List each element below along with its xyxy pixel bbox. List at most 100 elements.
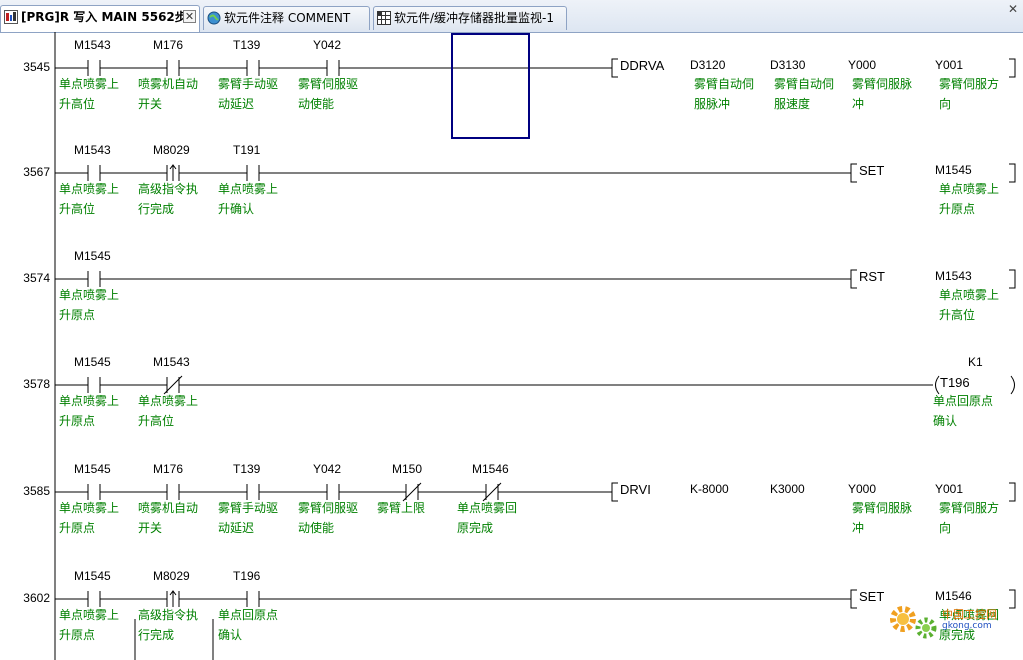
contact-comment: 单点喷雾上升高位: [138, 394, 199, 428]
ladder-program-icon: [4, 10, 18, 24]
instruction-name: SET: [859, 163, 885, 178]
watermark-text: 中国工控网: [942, 608, 997, 621]
instruction-operand: M1546: [935, 589, 972, 603]
step-number: 3578: [23, 377, 50, 391]
instruction-operand: Y000: [848, 58, 877, 72]
contact-device: T196: [233, 569, 261, 583]
close-window-icon[interactable]: ✕: [1007, 2, 1019, 16]
instruction-left-bracket: [850, 163, 857, 183]
operand-comment: 雾臂伺服脉冲: [852, 77, 913, 111]
instruction-left-bracket: [611, 482, 618, 502]
contact-device: M1545: [74, 462, 111, 476]
contact-device: T139: [233, 462, 261, 476]
contact-comment: 雾臂上限: [377, 501, 426, 515]
monitor-grid-icon: [377, 11, 391, 25]
contact-device: M150: [392, 462, 423, 476]
contact-comment: 高级指令执行完成: [138, 182, 199, 216]
contact-device: M1543: [74, 38, 111, 52]
step-number: 3585: [23, 484, 50, 498]
instruction-name: SET: [859, 589, 885, 604]
coil-right-arc: [1010, 375, 1015, 395]
contact-comment: 雾臂手动驱动延迟: [218, 77, 279, 111]
step-number: 3574: [23, 271, 50, 285]
contact-device: M1545: [74, 249, 111, 263]
contact-comment: 单点喷雾上升原点: [59, 608, 120, 642]
contact-comment: 单点喷雾上升原点: [59, 394, 120, 428]
tab-device-comment[interactable]: 软元件注释 COMMENT: [203, 6, 370, 30]
contact-comment: 单点回原点确认: [218, 608, 279, 642]
contact-device: M1546: [472, 462, 509, 476]
contact-device: M1545: [74, 355, 111, 369]
contact-nc-slash: [402, 482, 422, 502]
instruction-right-bracket: [1009, 163, 1016, 183]
gear-icon: [915, 617, 937, 639]
instruction-operand: D3120: [690, 58, 726, 72]
operand-comment: 单点喷雾回原完成: [939, 608, 1000, 642]
close-icon[interactable]: ✕: [183, 10, 196, 23]
contact-device: M1543: [74, 143, 111, 157]
contact-comment: 单点喷雾上升原点: [59, 288, 120, 322]
tab-label: [PRG]R 写入 MAIN 5562步: [21, 10, 187, 24]
contact-nc-slash: [482, 482, 502, 502]
tab-program-main[interactable]: [PRG]R 写入 MAIN 5562步 ✕: [0, 5, 200, 32]
coil-comment: 单点回原点确认: [933, 394, 994, 428]
tab-batch-monitor[interactable]: 软元件/缓冲存储器批量监视-1: [373, 6, 567, 30]
coil-setting: K1: [968, 355, 983, 369]
instruction-name: DDRVA: [620, 58, 665, 73]
instruction-right-bracket: [1009, 269, 1016, 289]
edit-cursor[interactable]: [451, 33, 530, 139]
instruction-right-bracket: [1009, 589, 1016, 609]
comment-globe-icon: [207, 11, 221, 25]
instruction-operand: Y000: [848, 482, 877, 496]
watermark-url: gkong.com: [942, 621, 992, 631]
contact-comment: 喷雾机自动开关: [138, 501, 199, 535]
tab-label: 软元件/缓冲存储器批量监视-1: [394, 11, 555, 25]
contact-pulse-arrowhead: [169, 164, 177, 170]
instruction-name: DRVI: [620, 482, 651, 497]
contact-device: M176: [153, 462, 184, 476]
contact-comment: 雾臂伺服驱动使能: [298, 501, 359, 535]
contact-comment: 喷雾机自动开关: [138, 77, 199, 111]
ladder-diagram: [54, 32, 1016, 660]
contact-device: M8029: [153, 569, 190, 583]
gear-icon: [890, 606, 916, 632]
contact-device: Y042: [313, 462, 342, 476]
contact-device: M8029: [153, 143, 190, 157]
instruction-operand: D3130: [770, 58, 806, 72]
contact-comment: 单点喷雾上升原点: [59, 501, 120, 535]
instruction-operand: K3000: [770, 482, 805, 496]
instruction-left-bracket: [850, 269, 857, 289]
contact-device: M176: [153, 38, 184, 52]
contact-comment: 雾臂手动驱动延迟: [218, 501, 279, 535]
contact-comment: 单点喷雾上升确认: [218, 182, 279, 216]
contact-nc-slash: [163, 375, 183, 395]
instruction-left-bracket: [611, 58, 618, 78]
contact-device: T139: [233, 38, 261, 52]
operand-comment: 雾臂伺服脉冲: [852, 501, 913, 535]
operand-comment: 雾臂伺服方向: [939, 77, 1000, 111]
contact-comment: 单点喷雾上升高位: [59, 182, 120, 216]
contact-pulse-arrowhead: [169, 590, 177, 596]
instruction-operand: M1545: [935, 163, 972, 177]
step-number: 3545: [23, 60, 50, 74]
instruction-operand: K-8000: [690, 482, 729, 496]
watermark-logo: 中国工控网: [942, 606, 997, 622]
contact-comment: 单点喷雾上升高位: [59, 77, 120, 111]
contact-device: M1545: [74, 569, 111, 583]
operand-comment: 单点喷雾上升原点: [939, 182, 1000, 216]
instruction-left-bracket: [850, 589, 857, 609]
instruction-name: RST: [859, 269, 885, 284]
contact-device: M1543: [153, 355, 190, 369]
instruction-operand: Y001: [935, 58, 964, 72]
instruction-right-bracket: [1009, 58, 1016, 78]
step-number: 3602: [23, 591, 50, 605]
contact-comment: 雾臂伺服驱动使能: [298, 77, 359, 111]
instruction-operand: M1543: [935, 269, 972, 283]
contact-device: Y042: [313, 38, 342, 52]
instruction-right-bracket: [1009, 482, 1016, 502]
operand-comment: 雾臂自动伺服速度: [774, 77, 835, 111]
operand-comment: 雾臂伺服方向: [939, 501, 1000, 535]
tab-bar: [PRG]R 写入 MAIN 5562步 ✕ 软元件注释 COMMENT 软元件…: [0, 0, 1023, 33]
contact-device: T191: [233, 143, 261, 157]
